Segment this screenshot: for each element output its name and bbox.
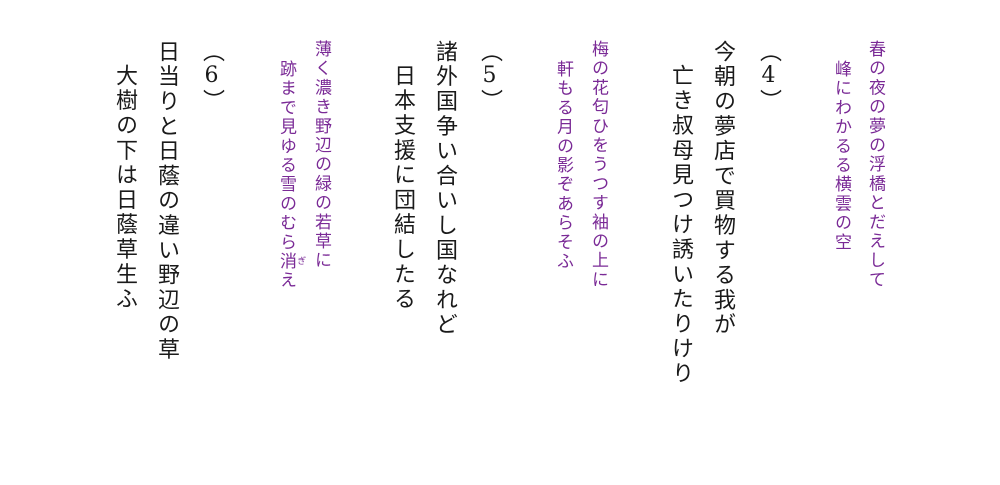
modern-poem-6-line-2: 大樹の下は日蔭草生ふ (112, 64, 137, 312)
section-number-6: （6） (199, 40, 224, 112)
modern-poem-4-line-2: 亡き叔母見つけ誘いたりけり (668, 64, 693, 387)
kieru-furigana: ぎ (295, 252, 305, 272)
kieru-kanji: 消 (276, 252, 296, 272)
classic-poem-3-line-2: 跡まで見ゆる雪のむら消ぎえ (274, 60, 305, 290)
modern-poem-5-line-1: 諸外国争い合いし国なれど (432, 40, 457, 338)
classic-poem-3-line-1: 薄く濃き野辺の緑の若草に (311, 40, 331, 271)
modern-poem-6-line-1: 日当りと日蔭の違い野辺の草 (154, 40, 179, 363)
modern-poem-4-line-1: 今朝の夢店で買物する我が (710, 40, 735, 338)
modern-poem-5-line-2: 日本支援に団結したる (390, 64, 415, 312)
kieru-ruby: 消ぎ (276, 252, 305, 272)
classic-poem-3-line-2-end: え (276, 271, 296, 291)
classic-poem-1-line-2: 峰にわかるる横雲の空 (831, 60, 851, 252)
classic-poem-1-line-1: 春の夜の夢の浮橋とだえして (865, 40, 885, 290)
classic-poem-2-line-1: 梅の花匂ひをうつす袖の上に (588, 40, 608, 290)
section-number-5: （5） (477, 40, 502, 112)
section-number-4: （4） (756, 40, 781, 112)
classic-poem-2-line-2: 軒もる月の影ぞあらそふ (553, 60, 573, 272)
classic-poem-3-line-2-text: 跡まで見ゆる雪のむら (276, 60, 296, 252)
